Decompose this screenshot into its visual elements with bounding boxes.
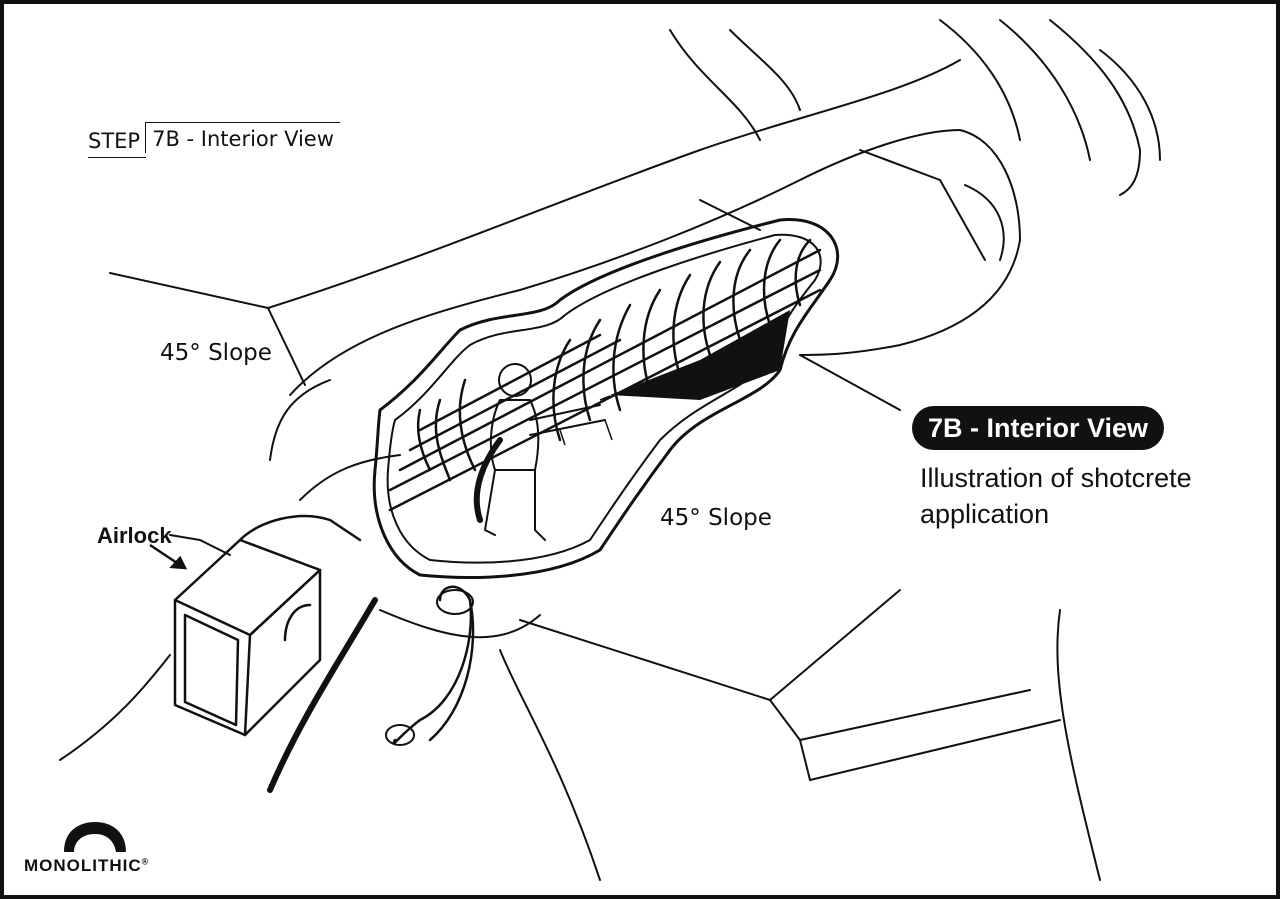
brand-name: MONOLITHIC® xyxy=(24,856,150,875)
callout-title-badge: 7B - Interior View xyxy=(912,406,1165,450)
tube-seam xyxy=(699,199,761,231)
terrain-line xyxy=(999,19,1091,161)
airlock-box xyxy=(173,514,362,737)
duct-inlet xyxy=(436,589,474,615)
shotcrete-hose xyxy=(267,597,378,793)
step-word: STEP xyxy=(88,129,147,158)
shotcrete-hose xyxy=(473,437,503,523)
air-duct xyxy=(428,598,475,742)
terrain-line xyxy=(1056,609,1101,881)
terrain-line xyxy=(669,29,761,141)
duct-outlet xyxy=(385,724,415,746)
spray-lines xyxy=(559,395,613,446)
rebar-grid xyxy=(388,238,822,512)
air-duct xyxy=(392,585,473,745)
terrain-line xyxy=(519,589,901,701)
tube-shell xyxy=(799,129,1021,356)
tube-seam xyxy=(964,184,1005,261)
terrain-line xyxy=(169,534,231,556)
terrain-line xyxy=(109,272,306,386)
slope-label-right: 45° Slope xyxy=(660,505,772,531)
terrain-line xyxy=(939,19,1021,141)
terrain-line xyxy=(1099,49,1161,161)
monolithic-logo-icon xyxy=(64,822,126,852)
terrain-line xyxy=(267,59,961,309)
terrain-line xyxy=(59,654,171,761)
terrain-line xyxy=(499,649,601,881)
shotcrete-dark-fill xyxy=(610,310,790,400)
step-title: 7B - Interior View xyxy=(145,122,340,153)
airlock-arrow-icon xyxy=(149,543,188,570)
terrain-line xyxy=(799,689,1031,741)
callout-caption: Illustration of shotcrete application xyxy=(920,463,1192,529)
worker-figure xyxy=(484,363,606,541)
terrain-line xyxy=(809,719,1061,781)
tube-shell xyxy=(299,454,401,501)
slope-label-left: 45° Slope xyxy=(160,340,272,366)
terrain-line xyxy=(799,354,901,411)
terrain-line xyxy=(1049,19,1141,196)
tube-shell xyxy=(269,379,331,461)
tube-shell xyxy=(379,609,541,639)
tube-seam xyxy=(859,149,986,261)
cutaway-opening xyxy=(372,218,840,579)
tube-shell xyxy=(289,129,961,396)
airlock-label: Airlock xyxy=(97,523,172,548)
terrain-line xyxy=(729,29,801,111)
